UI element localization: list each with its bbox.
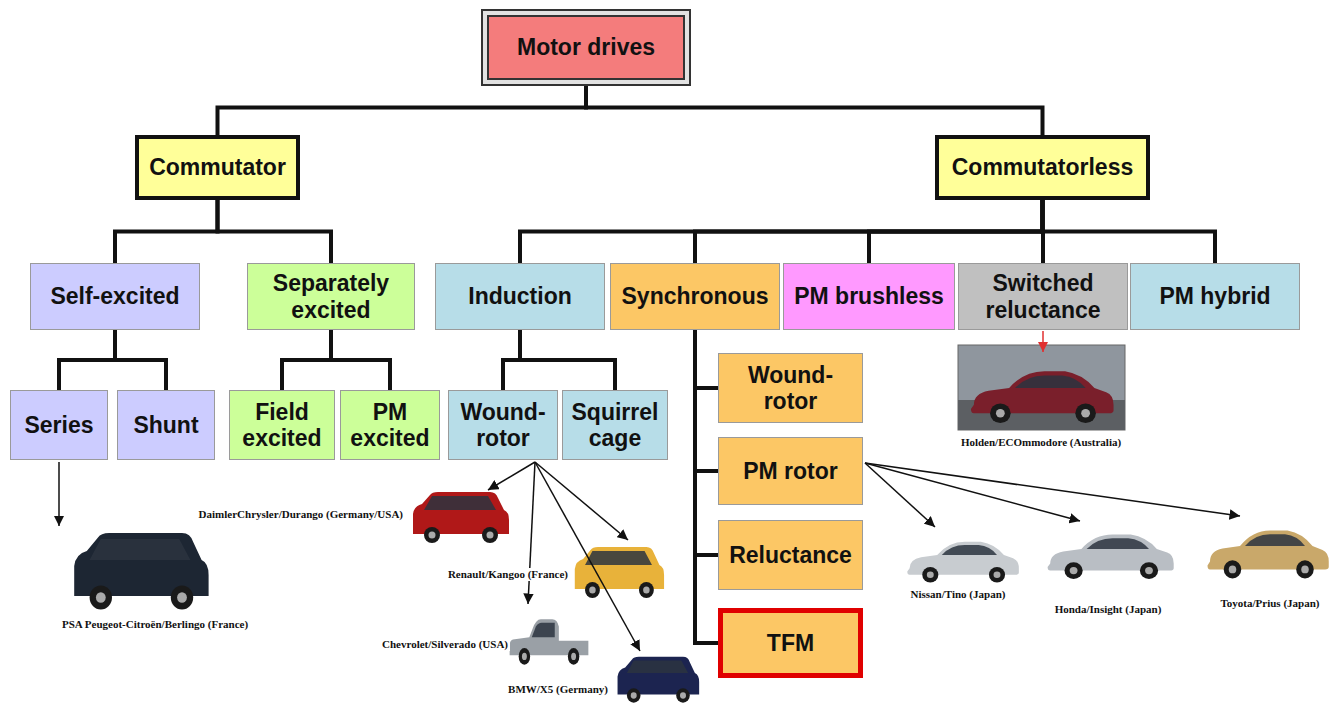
- leader-arrow: [488, 462, 535, 490]
- car-illustration: [510, 619, 589, 665]
- car-caption: DaimlerChrysler/Durango (Germany/USA): [197, 508, 405, 521]
- car-caption: Holden/ECOmmodore (Australia): [959, 436, 1123, 449]
- car-photo: [971, 371, 1114, 423]
- car-illustration: [1208, 530, 1329, 578]
- car-caption: BMW/X5 (Germany): [506, 683, 610, 696]
- tree-connector: [59, 330, 115, 390]
- category-box: Motor drives: [487, 15, 685, 80]
- category-label: Commutatorless: [943, 154, 1142, 180]
- tree-connector: [503, 330, 520, 390]
- category-box: Shunt: [117, 390, 215, 460]
- car-illustration: [413, 492, 509, 543]
- category-box: Induction: [435, 263, 605, 330]
- category-label: Series: [15, 412, 103, 438]
- category-box: Commutatorless: [935, 135, 1150, 200]
- category-label: Motor drives: [493, 34, 679, 60]
- category-label: Shunt: [122, 412, 210, 438]
- category-box: PM rotor: [718, 437, 863, 505]
- category-box: Separately excited: [247, 263, 415, 330]
- category-label: Synchronous: [615, 283, 775, 309]
- category-label: Reluctance: [723, 542, 858, 568]
- tree-connector: [218, 80, 587, 135]
- category-label: PM rotor: [723, 458, 858, 484]
- category-box: PM excited: [340, 390, 440, 460]
- car-caption: Chevrolet/Silverado (USA): [380, 638, 510, 651]
- category-label: Separately excited: [252, 270, 410, 323]
- category-label: PM hybrid: [1135, 283, 1295, 309]
- tree-connector: [586, 80, 1043, 135]
- car-illustration: [1208, 530, 1329, 578]
- category-box: Synchronous: [610, 263, 780, 330]
- leader-arrow: [59, 462, 1240, 651]
- tree-connector: [520, 330, 615, 390]
- category-label: Induction: [440, 283, 600, 309]
- leader-arrow: [528, 462, 535, 604]
- car-illustration: [907, 542, 1019, 583]
- car-photo: [971, 371, 1114, 423]
- category-box: Wound-rotor: [718, 353, 863, 423]
- car-caption: Toyota/Prius (Japan): [1219, 597, 1322, 610]
- category-label: Commutator: [143, 154, 292, 180]
- tree-connector: [282, 330, 331, 390]
- category-label: Wound-rotor: [723, 362, 858, 415]
- category-box: Switched reluctance: [958, 263, 1128, 330]
- leader-arrow: [1042, 331, 1044, 352]
- category-box: PM brushless: [783, 263, 955, 330]
- car-caption: Honda/Insight (Japan): [1053, 603, 1164, 616]
- category-box: Squirrel cage: [562, 390, 668, 460]
- tree-connector: [218, 200, 332, 263]
- tree-connector: [115, 200, 218, 263]
- car-illustration: [618, 657, 700, 703]
- category-label: PM brushless: [788, 283, 950, 309]
- tree-connector: [695, 330, 718, 388]
- car-caption: Nissan/Tino (Japan): [909, 588, 1008, 601]
- category-label: Field excited: [234, 399, 330, 452]
- category-box: PM hybrid: [1130, 263, 1300, 330]
- leader-arrow: [865, 463, 1240, 516]
- tree-connector: [695, 330, 718, 471]
- category-label: PM excited: [345, 399, 435, 452]
- car-illustration: [618, 657, 700, 703]
- tree-connector: [331, 330, 390, 390]
- tree-connector: [695, 200, 1043, 263]
- car-illustration: [74, 533, 208, 610]
- category-box: Commutator: [135, 135, 300, 200]
- category-label: Wound-rotor: [453, 399, 553, 452]
- category-label: Squirrel cage: [567, 399, 663, 452]
- tree-connector: [115, 330, 166, 390]
- car-illustration: [413, 492, 509, 543]
- tree-connector: [1043, 200, 1216, 263]
- category-label: Switched reluctance: [963, 270, 1123, 323]
- leader-arrow: [865, 463, 1080, 521]
- category-box: TFM: [718, 608, 863, 678]
- tree-connector: [869, 200, 1043, 263]
- category-box: Reluctance: [718, 520, 863, 590]
- car-illustration: [1048, 535, 1174, 579]
- car-illustration: [510, 619, 589, 665]
- category-box: Field excited: [229, 390, 335, 460]
- car-illustration: [74, 533, 208, 610]
- tree-connector: [520, 200, 1043, 263]
- category-label: Self-excited: [35, 283, 195, 309]
- category-box: Wound-rotor: [448, 390, 558, 460]
- tree-connector: [695, 330, 718, 555]
- car-caption: Renault/Kangoo (France): [446, 568, 570, 581]
- car-caption: PSA Peugeot-Citroën/Berlingo (France): [60, 618, 250, 631]
- leader-arrow: [535, 462, 640, 651]
- car-illustration: [907, 542, 1019, 583]
- car-photo: [958, 345, 1125, 430]
- car-photo: [958, 345, 1125, 430]
- category-label: TFM: [727, 630, 854, 656]
- tree-connector: [695, 330, 718, 643]
- category-box: Self-excited: [30, 263, 200, 330]
- leader-arrow: [58, 462, 60, 526]
- car-illustration: [575, 547, 664, 598]
- leader-arrow: [535, 462, 628, 540]
- car-illustration: [575, 547, 664, 598]
- car-illustration: [1048, 535, 1174, 579]
- category-box: Series: [10, 390, 108, 460]
